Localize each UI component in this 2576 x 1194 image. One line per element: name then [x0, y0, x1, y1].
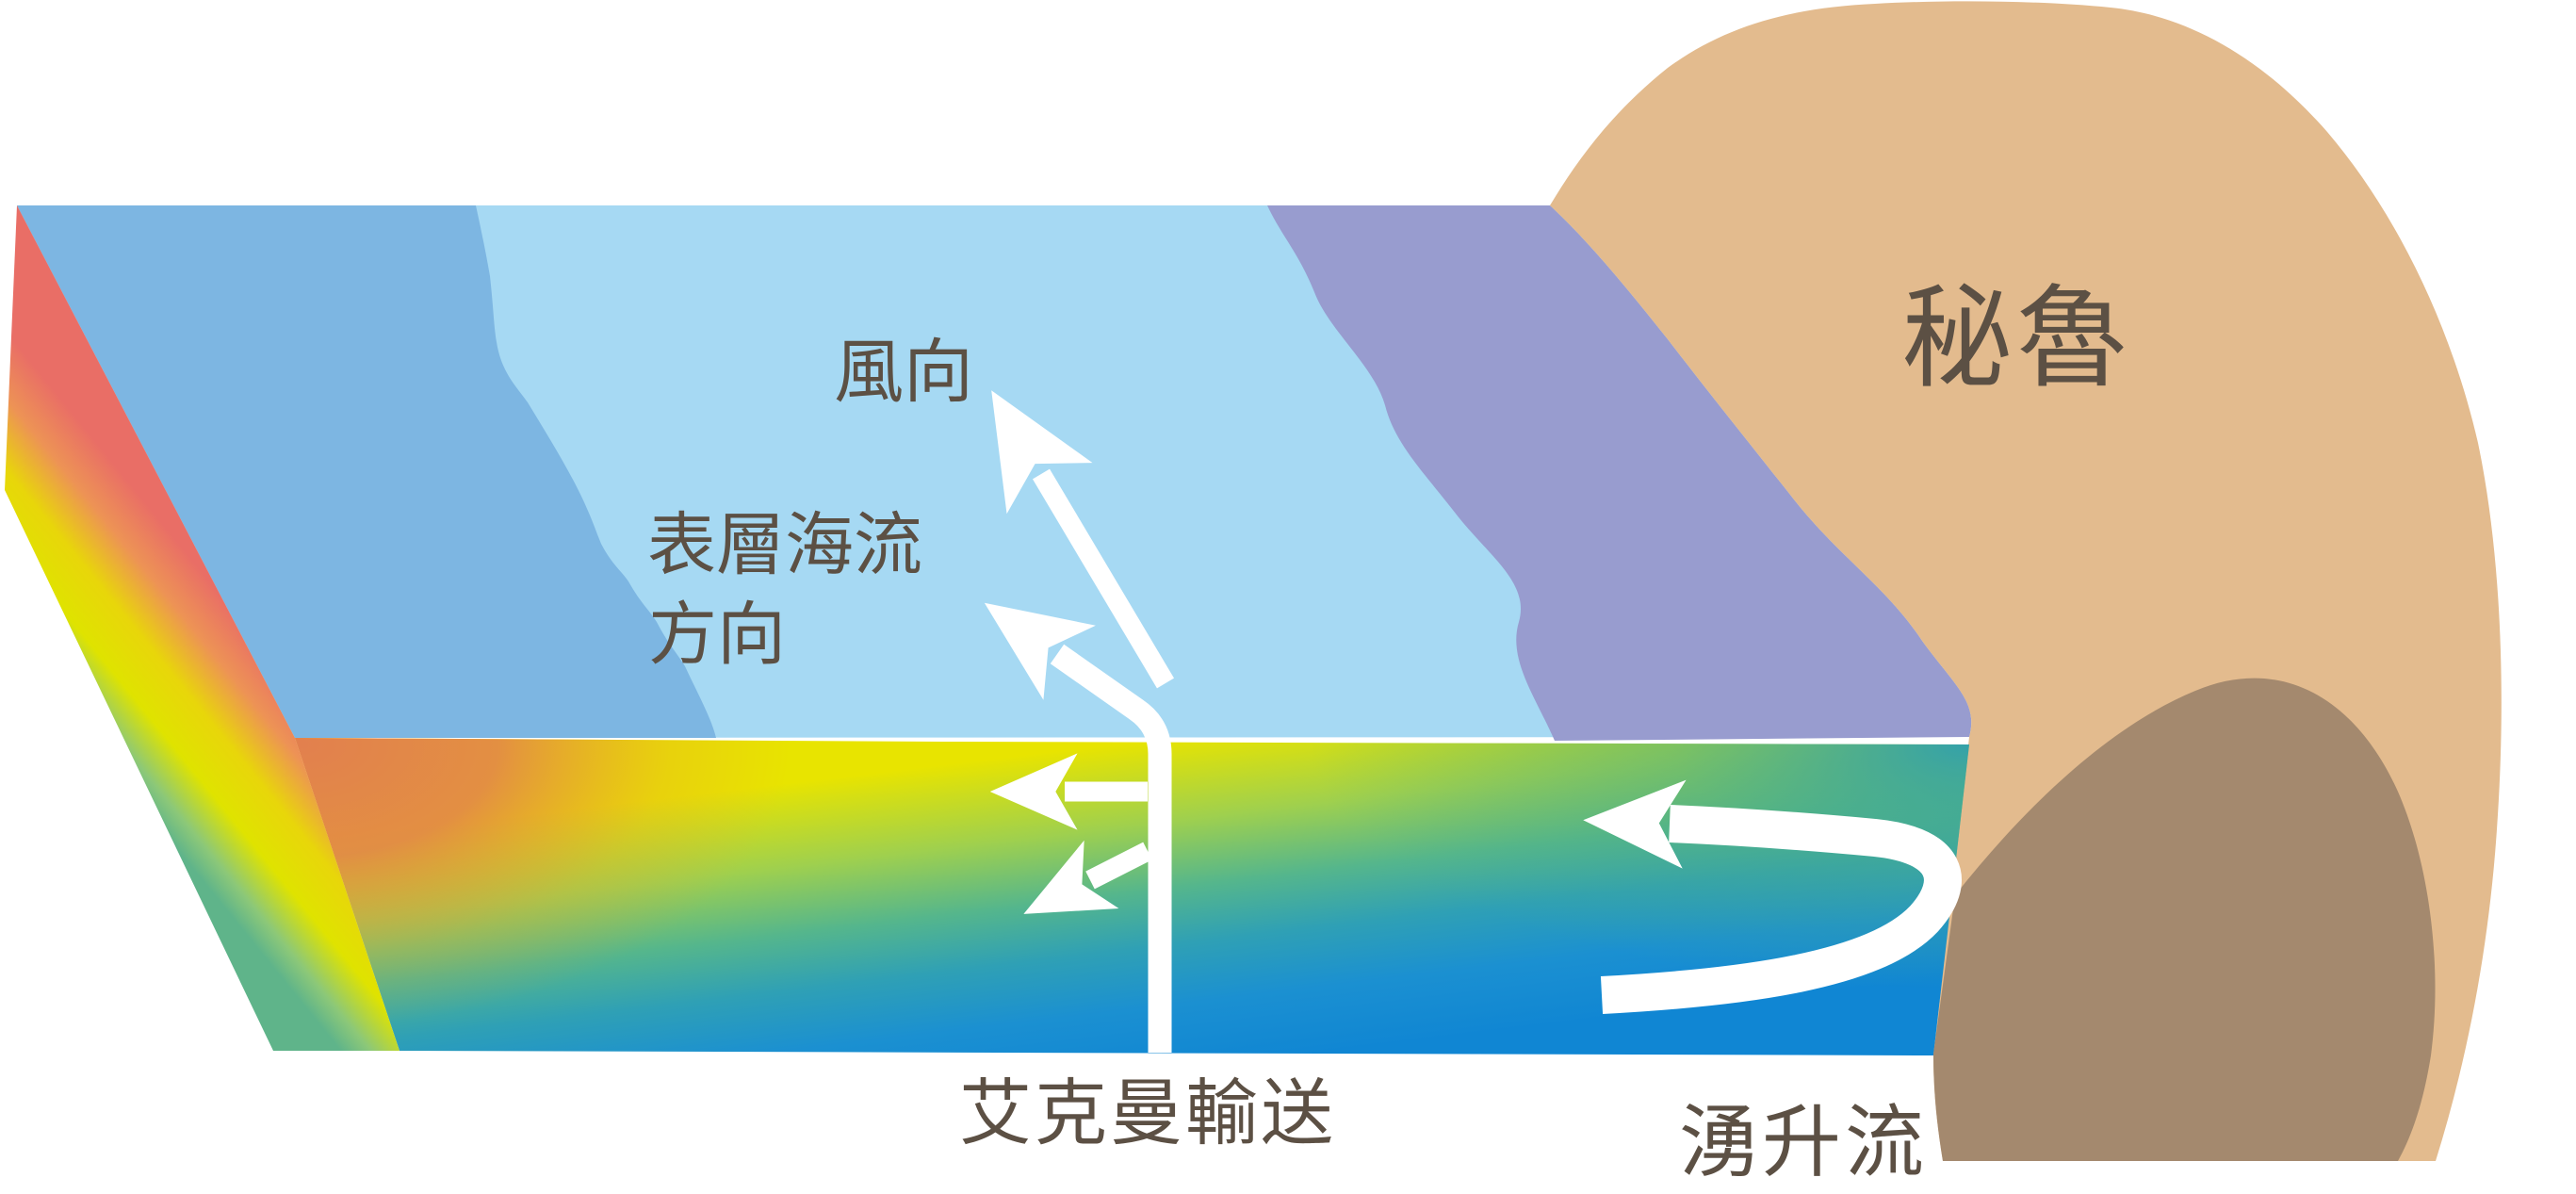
label-peru: 秘魯 — [1901, 273, 2131, 403]
ocean-front-face — [295, 738, 1969, 1055]
ekman-branch-lower — [1023, 840, 1152, 914]
offshore-cool-band — [17, 205, 716, 738]
coastal-purple-band — [1267, 205, 1972, 741]
label-wind: 風向 — [834, 332, 973, 413]
label-ekman-transport: 艾克曼輸送 — [959, 1072, 1336, 1156]
label-surface-current-line2: 方向 — [648, 595, 786, 675]
continental-slope — [1933, 678, 2436, 1161]
label-upwelling: 湧升流 — [1679, 1096, 1928, 1188]
wind-direction-arrow — [991, 390, 1175, 689]
label-surface-current-line1: 表層海流 — [647, 505, 922, 585]
upwelling-arrow — [1583, 779, 1962, 1014]
left-temperature-face — [5, 205, 399, 1051]
surface-current-arrow — [984, 602, 1172, 1053]
